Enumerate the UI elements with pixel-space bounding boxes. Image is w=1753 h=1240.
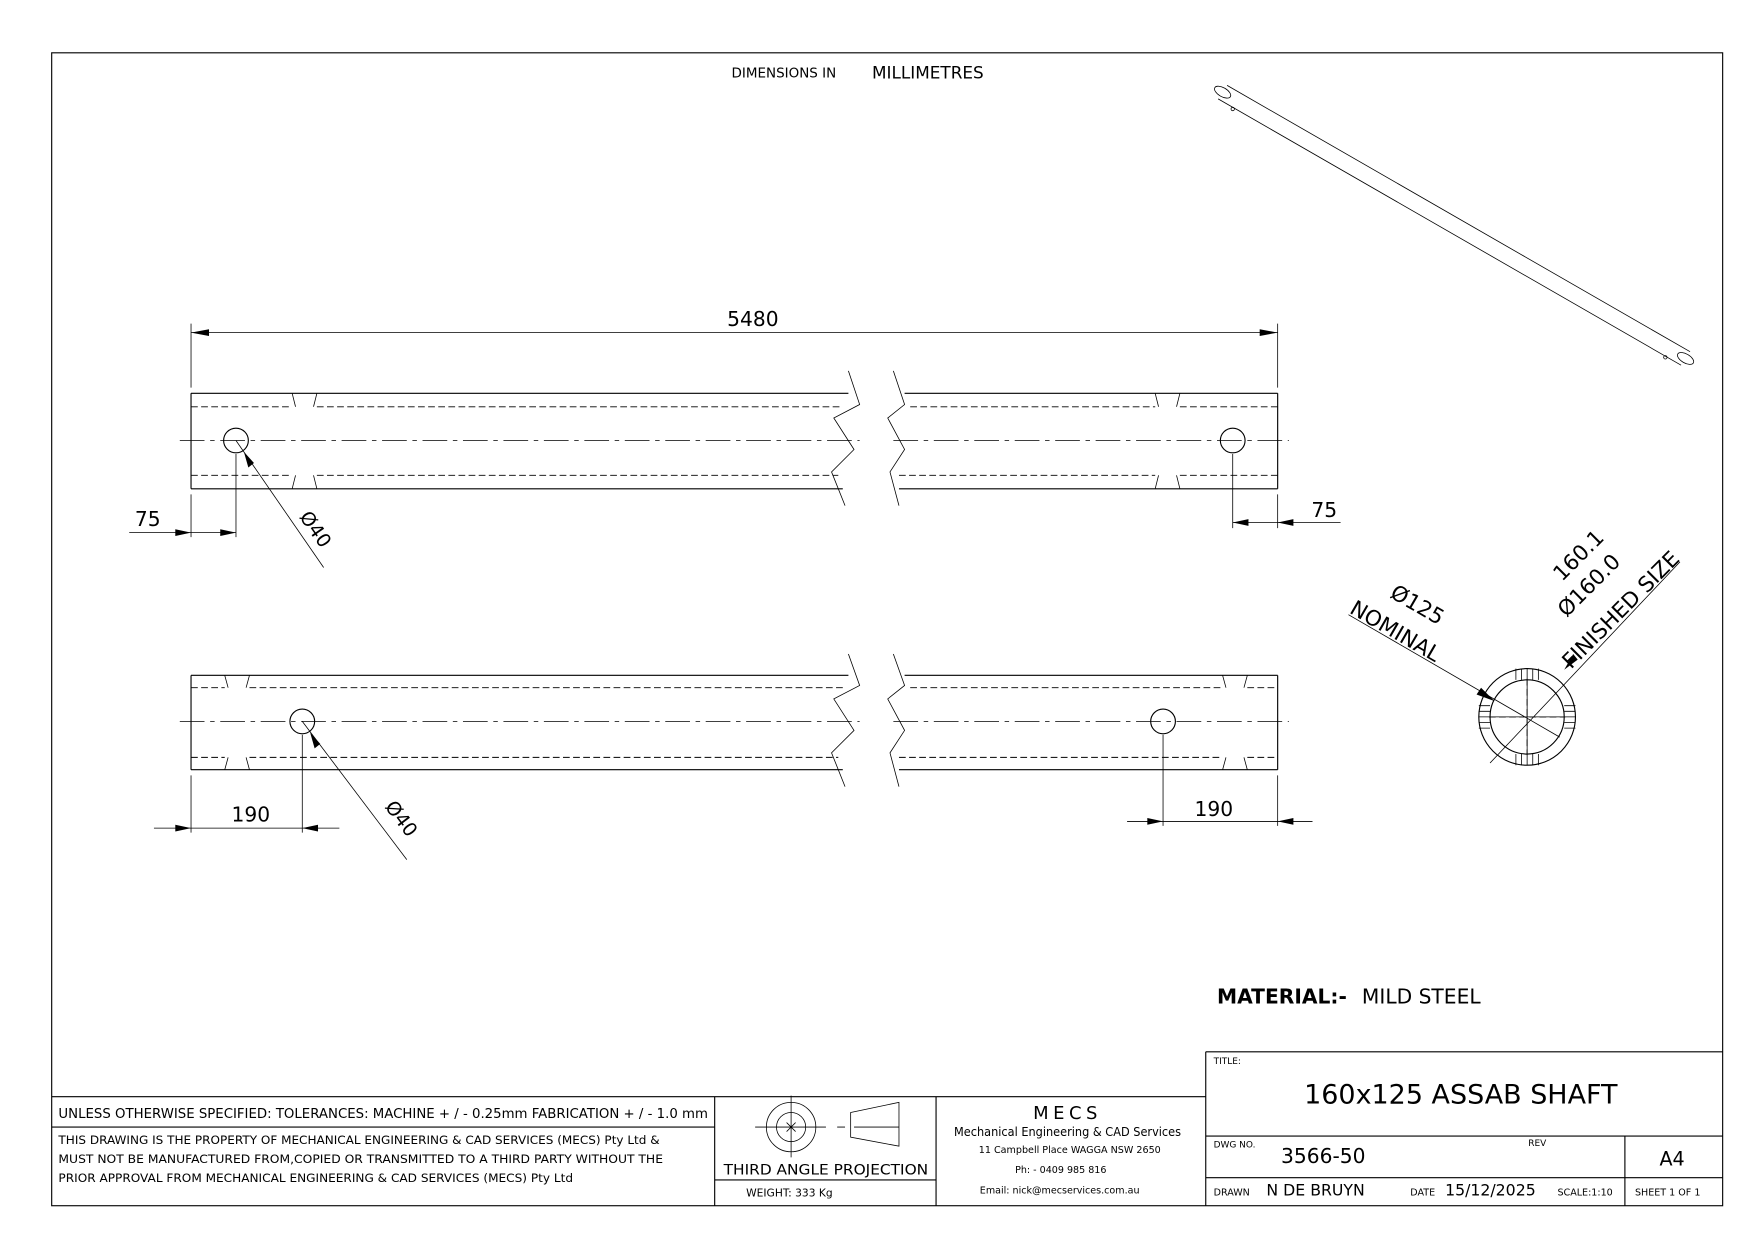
dwg-no-label: DWG NO. — [1214, 1140, 1256, 1150]
dim-left-offset: 190 — [231, 802, 270, 826]
top-view: 5480 75 75 Ø40 — [129, 307, 1341, 568]
hole-left — [223, 427, 249, 454]
material-value: MILD STEEL — [1362, 984, 1481, 1008]
dim-left-offset: 75 — [135, 507, 161, 531]
drawing-title: 160x125 ASSAB SHAFT — [1304, 1079, 1618, 1110]
dim-right-offset: 190 — [1195, 797, 1234, 821]
title-label: TITLE: — [1213, 1057, 1241, 1067]
tolerances-note: UNLESS OTHERWISE SPECIFIED: TOLERANCES: … — [58, 1107, 708, 1122]
drawn-label: DRAWN — [1214, 1188, 1250, 1199]
company-address: 11 Campbell Place WAGGA NSW 2650 — [979, 1145, 1161, 1156]
bottom-view: 190 190 Ø40 — [153, 653, 1313, 860]
drawn-by: N DE BRUYN — [1266, 1181, 1364, 1200]
scale: SCALE:1:10 — [1557, 1188, 1612, 1199]
dim-hole-dia-bottom: Ø40 — [380, 796, 422, 841]
company-phone: Ph: - 0409 985 816 — [1015, 1165, 1106, 1176]
dim-hole-dia-top: Ø40 — [295, 507, 336, 552]
sheet-border — [51, 52, 1724, 1207]
dim-overall-length: 5480 — [727, 307, 778, 331]
section-view: Ø125 NOMINAL 160.1 Ø160.0 FINISHED SIZE — [1345, 525, 1685, 766]
hole-right — [1219, 427, 1246, 454]
isometric-view — [1214, 85, 1695, 366]
units-value: MILLIMETRES — [872, 63, 984, 83]
date-label: DATE — [1410, 1188, 1435, 1199]
dim-right-offset: 75 — [1311, 498, 1337, 522]
units-label: DIMENSIONS IN — [732, 66, 837, 82]
title-block: TITLE: 160x125 ASSAB SHAFT DWG NO. 3566-… — [1205, 1051, 1723, 1206]
third-angle-projection-icon — [755, 1095, 900, 1158]
company-name: Mechanical Engineering & CAD Services — [954, 1125, 1181, 1139]
rev-label: REV — [1528, 1139, 1547, 1149]
hole-right — [1150, 708, 1176, 735]
weight: WEIGHT: 333 Kg — [746, 1187, 832, 1200]
projection-label: THIRD ANGLE PROJECTION — [723, 1162, 929, 1178]
sheet-number: SHEET 1 OF 1 — [1635, 1188, 1700, 1199]
date: 15/12/2025 — [1445, 1181, 1536, 1200]
property-note-line: PRIOR APPROVAL FROM MECHANICAL ENGINEERI… — [58, 1172, 573, 1185]
notes-block: UNLESS OTHERWISE SPECIFIED: TOLERANCES: … — [51, 1096, 1206, 1206]
property-note-line: MUST NOT BE MANUFACTURED FROM,COPIED OR … — [58, 1153, 663, 1166]
dwg-no: 3566-50 — [1281, 1144, 1365, 1168]
company-email: Email: nick@mecservices.com.au — [980, 1185, 1140, 1196]
property-note-line: THIS DRAWING IS THE PROPERTY OF MECHANIC… — [57, 1134, 660, 1147]
company-logo: MECS — [1033, 1103, 1102, 1124]
hole-left — [289, 708, 316, 735]
sheet-size: A4 — [1659, 1147, 1684, 1170]
material-label: MATERIAL:- — [1217, 984, 1347, 1008]
